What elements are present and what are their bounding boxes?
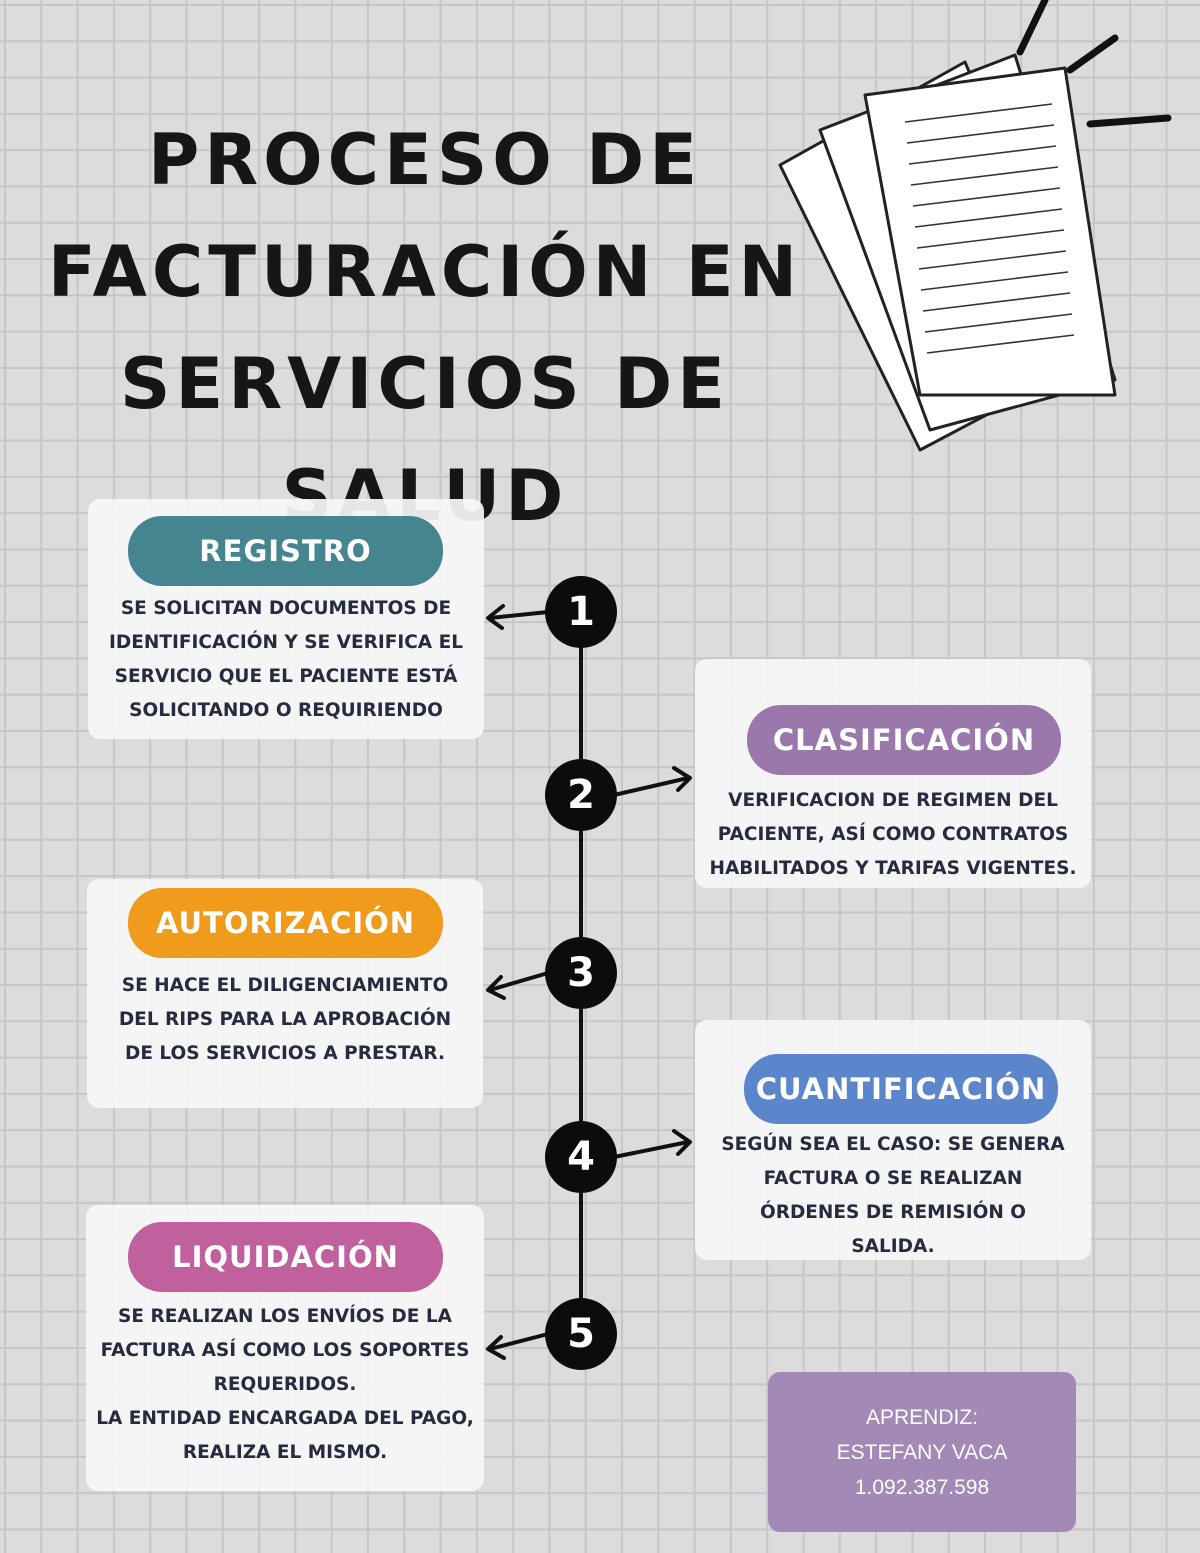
author-id: 1.092.387.598: [854, 1475, 990, 1499]
step-label-cuantificacion: CUANTIFICACIÓN: [744, 1054, 1058, 1124]
step-number-2: 2: [545, 759, 617, 831]
step-description-cuantificacion: SEGÚN SEA EL CASO: SE GENERA FACTURA O S…: [721, 1134, 1065, 1257]
page-title: PROCESO DE FACTURACIÓN EN SERVICIOS DE S…: [47, 119, 803, 537]
author-name: ESTEFANY VACA: [836, 1440, 1008, 1464]
step-description-autorizacion: SE HACE EL DILIGENCIAMIENTO DEL RIPS PAR…: [118, 975, 452, 1064]
step-label-liquidacion: LIQUIDACIÓN: [128, 1222, 443, 1292]
step-description-registro: SE SOLICITAN DOCUMENTOS DE IDENTIFICACIÓ…: [109, 598, 463, 721]
step-label-clasificacion: CLASIFICACIÓN: [747, 705, 1061, 775]
step-description-liquidacion: SE REALIZAN LOS ENVÍOS DE LA FACTURA ASÍ…: [96, 1306, 474, 1463]
step-label-autorizacion: AUTORIZACIÓN: [128, 888, 443, 958]
step-description-clasificacion: VERIFICACION DE REGIMEN DEL PACIENTE, AS…: [709, 790, 1077, 879]
step-number-5: 5: [545, 1298, 617, 1370]
step-number-3: 3: [545, 937, 617, 1009]
step-number-4: 4: [545, 1121, 617, 1193]
author-role: APRENDIZ:: [865, 1405, 978, 1429]
author-box: APRENDIZ: ESTEFANY VACA 1.092.387.598: [768, 1372, 1076, 1532]
step-label-registro: REGISTRO: [128, 516, 443, 586]
step-number-1: 1: [545, 576, 617, 648]
stack-of-papers-icon: [778, 0, 1172, 452]
